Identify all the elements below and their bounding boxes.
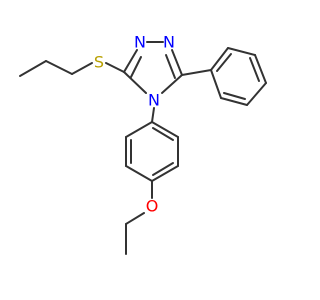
bond-ph-2-3	[227, 47, 256, 56]
bond-ar-4-5	[125, 165, 153, 182]
bond-c5-phenyl	[181, 69, 212, 76]
bond-propyl-c2-c1	[45, 60, 73, 75]
atom-o: O	[146, 197, 159, 216]
atom-n2: N	[134, 33, 146, 52]
bond-c3-n2-double	[130, 56, 142, 78]
bond-c5-n4	[161, 74, 183, 94]
bond-ar-3-4-double	[152, 162, 174, 176]
bond-n4-c3	[123, 71, 147, 94]
bond-s-c3	[105, 62, 125, 73]
bond-ph-5-6	[220, 97, 248, 106]
atom-n4: N	[148, 91, 160, 110]
bond-n4-aryl	[151, 107, 155, 123]
molecule-diagram: N N N S O	[19, 33, 267, 255]
bond-o-ch2	[125, 212, 145, 225]
bond-ph-4-5	[246, 82, 267, 106]
bond-propyl-c3-c2	[19, 60, 47, 77]
bond-n1-c5	[171, 49, 183, 76]
bond-ph-1-2	[210, 47, 229, 71]
bond-ph-1-2-double	[216, 53, 232, 72]
bond-propyl-c1-s	[71, 62, 93, 75]
bond-ar-1-2-double	[152, 127, 174, 141]
bonds	[19, 41, 267, 255]
bond-ph-6-1	[210, 69, 222, 99]
bond-n1-c5-double	[165, 54, 176, 79]
bond-ar-6-1	[125, 121, 153, 138]
atom-s: S	[94, 53, 104, 72]
atom-labels: N N N S O	[94, 33, 175, 216]
bond-ar-3-4	[151, 165, 179, 182]
bond-ar-1-2	[151, 121, 179, 138]
bond-c3-n2	[123, 49, 138, 73]
atom-n1: N	[163, 33, 175, 52]
bond-ph-3-4-double	[249, 57, 260, 82]
bond-ph-5-6-double	[223, 92, 246, 100]
bond-ph-3-4	[254, 54, 267, 84]
